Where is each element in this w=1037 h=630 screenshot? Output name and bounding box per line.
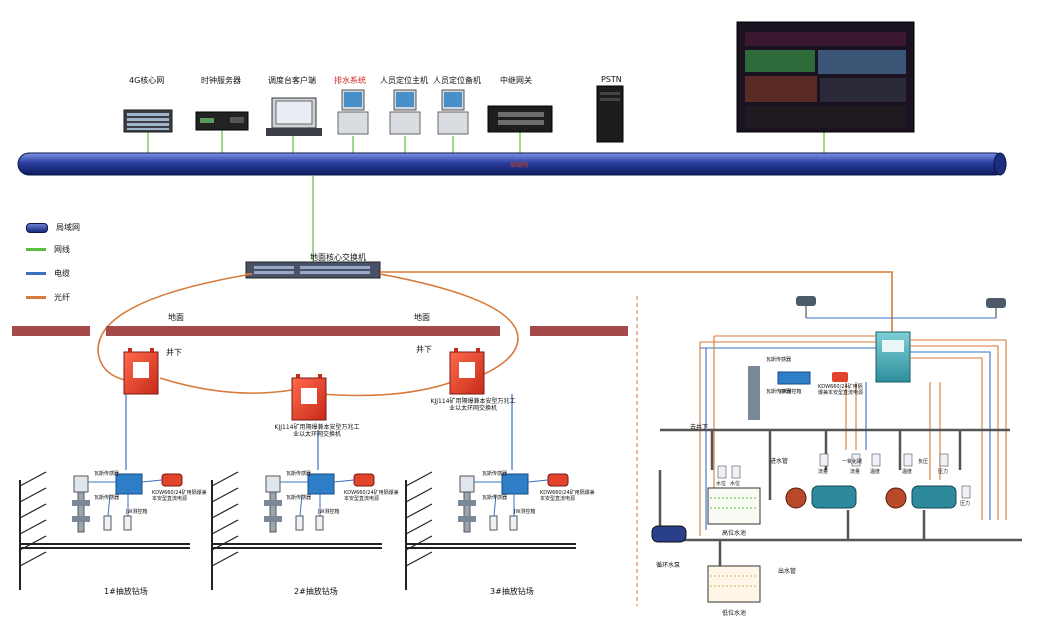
ground-label-right: 地面 bbox=[414, 313, 430, 322]
drain-valve-label-9: 负压 bbox=[918, 459, 929, 465]
underground-label-right: 井下 bbox=[416, 345, 432, 354]
ground-label-left: 地面 bbox=[168, 313, 184, 322]
drill-site-caption-1: 1#抽放钻场 bbox=[104, 587, 148, 596]
drain-valve-label-0: 水位 bbox=[716, 481, 727, 487]
legend-label: 光纤 bbox=[54, 293, 70, 302]
site3-label-psu: KDW660/24矿用隔爆兼本安型直流电源 bbox=[540, 490, 595, 502]
device-label-dispatch: 调度台客户端 bbox=[268, 76, 316, 85]
device-label-4g-core: 4G核心网 bbox=[129, 76, 165, 85]
ethernet-swatch-icon bbox=[26, 248, 46, 251]
device-locate-main bbox=[389, 89, 421, 135]
legend-row-ethernet: 网线 bbox=[26, 244, 70, 255]
bus-label: 局域网 bbox=[510, 162, 529, 169]
fiber-swatch-icon bbox=[26, 296, 46, 299]
drain-label-outlet: 出水管 bbox=[778, 568, 797, 575]
drill-site-caption-3: 3#抽放钻场 bbox=[490, 587, 534, 596]
drain-label-inlet: 进水管 bbox=[770, 458, 789, 465]
device-label-pstn: PSTN bbox=[601, 75, 622, 84]
device-relay-gateway bbox=[487, 105, 553, 133]
drain-valve-label-3: 流量 bbox=[850, 469, 861, 475]
site1-label-psu: KDW660/24矿用隔爆兼本安型直流电源 bbox=[152, 490, 207, 502]
lan-swatch-icon bbox=[26, 222, 48, 233]
device-label-clock-server: 时钟服务器 bbox=[201, 76, 241, 85]
legend-row-lan: 局域网 bbox=[26, 222, 80, 233]
device-drainage-pc bbox=[337, 89, 369, 135]
cable-swatch-icon bbox=[26, 272, 46, 275]
legend-label: 局域网 bbox=[56, 223, 80, 232]
drain-box-label-box: JW测控箱 bbox=[780, 389, 802, 395]
site2-label-gas-a: 瓦斯传感器 bbox=[286, 471, 312, 477]
device-pstn bbox=[596, 85, 624, 143]
ex-switch-1 bbox=[123, 348, 159, 395]
site3-label-box: JW测控箱 bbox=[514, 509, 536, 515]
drainage-system bbox=[651, 296, 1022, 603]
legend-row-fiber: 光纤 bbox=[26, 292, 70, 303]
drain-label-high-tank: 高位水池 bbox=[722, 530, 747, 537]
drain-valve-label-1: 水位 bbox=[730, 481, 741, 487]
ex-switch-2-label: KJJ114矿用隔爆兼本安型万兆工业以太环网交换机 bbox=[274, 424, 360, 438]
site1-label-gas-a: 瓦斯传感器 bbox=[94, 471, 120, 477]
legend-label: 电缆 bbox=[54, 269, 70, 278]
device-label-locate-backup: 人员定位备机 bbox=[433, 76, 481, 85]
device-dispatch-laptop bbox=[266, 97, 322, 136]
drain-valve-label-8: 一氧化碳 bbox=[842, 459, 863, 465]
device-locate-backup bbox=[437, 89, 469, 135]
drain-box-label-psu: KDW660/24矿用隔爆兼本安型直流电源 bbox=[818, 384, 864, 396]
drain-label-down: 去井下 bbox=[690, 424, 709, 431]
legend-row-cable: 电缆 bbox=[26, 268, 70, 279]
drain-label-low-tank: 低位水池 bbox=[722, 610, 747, 617]
drill-site-3 bbox=[405, 471, 576, 590]
site2-label-psu: KDW660/24矿用隔爆兼本安型直流电源 bbox=[344, 490, 399, 502]
ex-switch-2 bbox=[291, 374, 327, 421]
site2-label-gas-b: 瓦斯传感器 bbox=[286, 495, 312, 501]
lan-bus bbox=[17, 152, 1007, 176]
site1-label-gas-b: 瓦斯传感器 bbox=[94, 495, 120, 501]
device-clock-server bbox=[195, 111, 249, 131]
device-label-drainage: 排水系统 bbox=[334, 76, 366, 85]
drain-valve-label-6: 压力 bbox=[938, 469, 949, 475]
site3-label-gas-a: 瓦斯传感器 bbox=[482, 471, 508, 477]
core-switch-label: 地面核心交换机 bbox=[310, 253, 366, 262]
drain-label-pump: 循环水泵 bbox=[656, 562, 681, 569]
device-label-relay-gateway: 中继网关 bbox=[500, 76, 532, 85]
site2-label-box: JW测控箱 bbox=[318, 509, 340, 515]
device-label-locate-main: 人员定位主机 bbox=[380, 76, 428, 85]
core-switch bbox=[245, 261, 381, 279]
underground-label-left: 井下 bbox=[166, 348, 182, 357]
drain-valve-label-7: 压力 bbox=[960, 501, 971, 507]
drain-box-label-gas-b: 瓦斯传感器 bbox=[766, 389, 792, 395]
drain-valve-label-5: 温度 bbox=[902, 469, 913, 475]
device-4g-core bbox=[123, 109, 173, 133]
ex-switch-3-label: KJJ114矿用隔爆兼本安型万兆工业以太环网交换机 bbox=[430, 398, 516, 412]
drain-box-label-gas-a: 瓦斯传感器 bbox=[766, 357, 792, 363]
drain-valve-label-2: 流量 bbox=[818, 469, 829, 475]
legend-label: 网线 bbox=[54, 245, 70, 254]
video-wall-image bbox=[736, 21, 915, 133]
site1-label-box: JW测控箱 bbox=[126, 509, 148, 515]
drain-valve-label-4: 温度 bbox=[870, 469, 881, 475]
drill-site-1 bbox=[19, 471, 190, 590]
site3-label-gas-b: 瓦斯传感器 bbox=[482, 495, 508, 501]
drill-site-caption-2: 2#抽放钻场 bbox=[294, 587, 338, 596]
drill-site-2 bbox=[211, 471, 382, 590]
ex-switch-3 bbox=[449, 348, 485, 395]
